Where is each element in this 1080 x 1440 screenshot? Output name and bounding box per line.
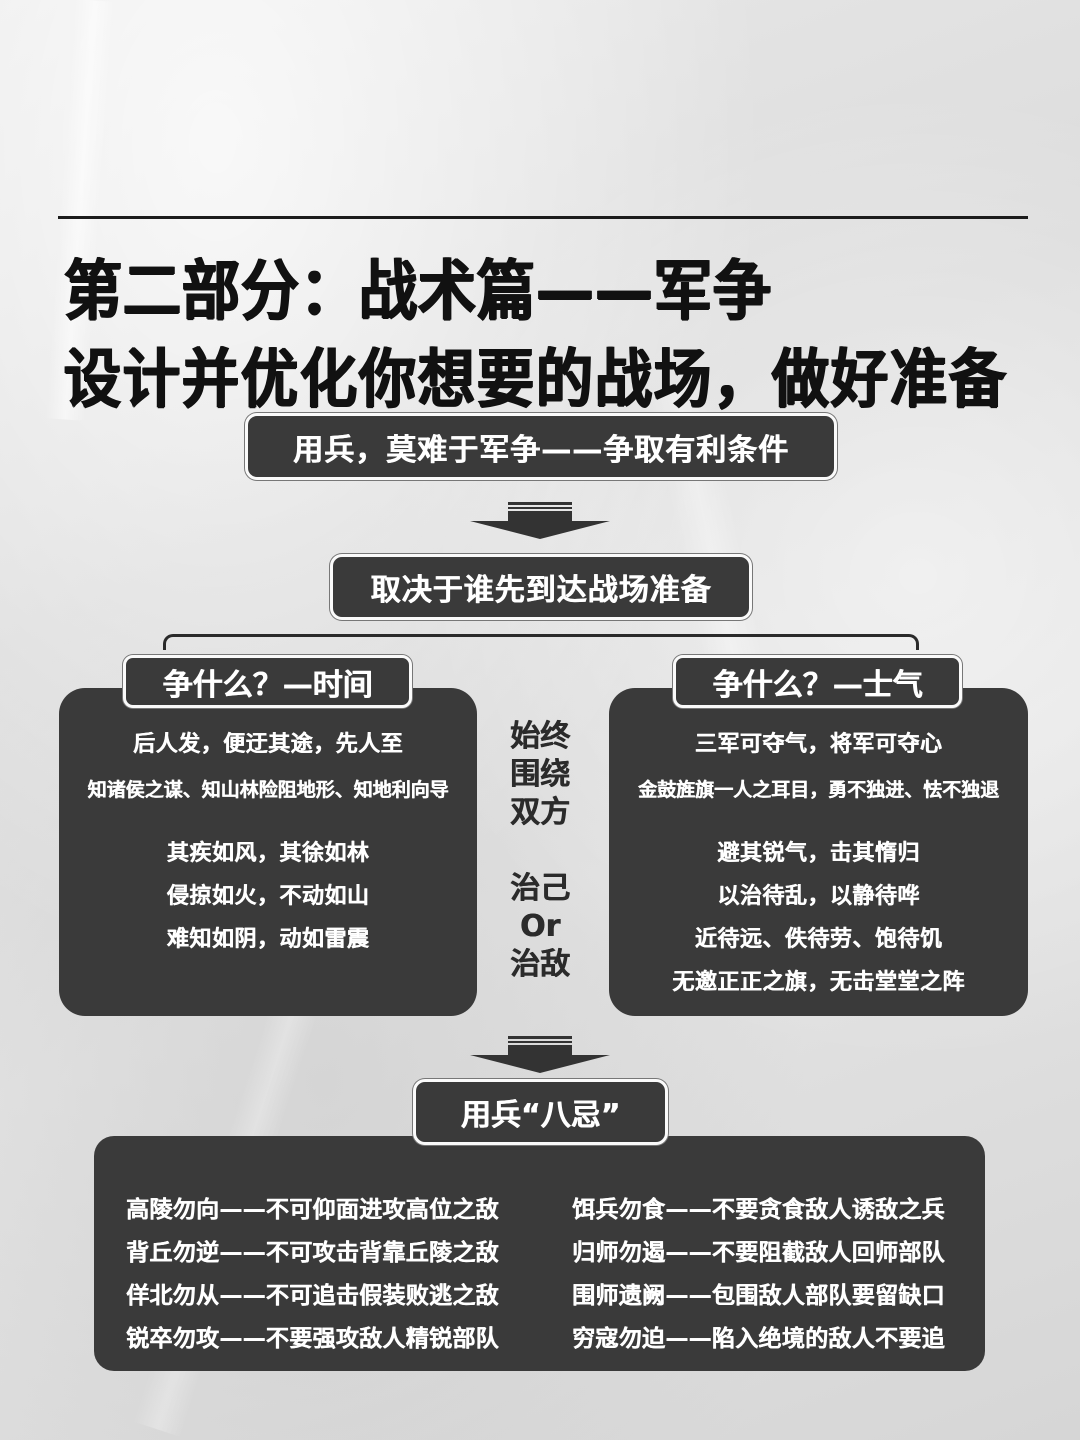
morale-line: 金鼓旌旗一人之耳目，勇不独进、怯不独退 (637, 779, 999, 801)
sub-concept-box: 取决于谁先到达战场准备 (330, 554, 752, 620)
branch-label-time: 争什么？—时间 (123, 655, 412, 708)
time-line: 其疾如风，其徐如林 (166, 841, 370, 866)
eight-taboos-panel: 高陵勿向——不可仰面进攻高位之敌 背丘勿逆——不可攻击背靠丘陵之敌 佯北勿从——… (94, 1136, 985, 1371)
morale-line: 三军可夺气，将军可夺心 (694, 732, 943, 757)
eight-taboos-label: 用兵“八忌” (413, 1079, 668, 1145)
taboo-item: 背丘勿逆——不可攻击背靠丘陵之敌 (126, 1240, 499, 1266)
center-note-line: 双方 (510, 795, 570, 830)
taboo-item: 穷寇勿迫——陷入绝境的敌人不要追 (572, 1326, 945, 1352)
branch-label-morale: 争什么？—士气 (673, 655, 962, 708)
page-subtitle: 设计并优化你想要的战场，做好准备 (64, 342, 1008, 417)
morale-line: 近待远、佚待劳、饱待饥 (694, 927, 943, 952)
taboo-item: 围师遗阙——包围敌人部队要留缺口 (572, 1283, 945, 1309)
taboo-item: 佯北勿从——不可追击假装败逃之敌 (126, 1283, 499, 1309)
down-arrow-icon (470, 1036, 610, 1073)
main-concept-text: 用兵，莫难于军争——争取有利条件 (293, 432, 789, 468)
eight-taboos-label-text: 用兵“八忌” (460, 1098, 621, 1133)
taboo-item: 高陵勿向——不可仰面进攻高位之敌 (126, 1197, 499, 1223)
morale-line: 以治待乱，以静待哗 (717, 884, 920, 909)
branch-label-morale-text: 争什么？—士气 (712, 667, 923, 703)
morale-panel: 三军可夺气，将军可夺心 金鼓旌旗一人之耳目，勇不独进、怯不独退 避其锐气，击其惰… (609, 688, 1028, 1016)
sub-concept-text: 取决于谁先到达战场准备 (370, 573, 712, 608)
taboo-item: 锐卒勿攻——不要强攻敌人精锐部队 (126, 1326, 499, 1352)
branch-label-time-text: 争什么？—时间 (162, 667, 373, 703)
time-line: 后人发，便迂其途，先人至 (132, 732, 403, 757)
title-divider (58, 216, 1028, 219)
morale-line: 避其锐气，击其惰归 (717, 841, 920, 866)
center-note-line: Or (519, 909, 561, 944)
center-note-line: 治敌 (510, 947, 570, 982)
taboo-item: 归师勿遏——不要阻截敌人回师部队 (572, 1240, 945, 1266)
time-panel: 后人发，便迂其途，先人至 知诸侯之谋、知山林险阻地形、知地利向导 其疾如风，其徐… (59, 688, 477, 1016)
time-line: 知诸侯之谋、知山林险阻地形、知地利向导 (87, 779, 449, 801)
center-note-line: 治己 (510, 871, 570, 906)
time-line: 难知如阴，动如雷震 (166, 927, 370, 952)
center-note: 始终 围绕 双方 治己 Or 治敌 (500, 718, 580, 984)
branch-bracket (163, 634, 919, 650)
time-line: 侵掠如火，不动如山 (166, 884, 370, 909)
taboo-item: 饵兵勿食——不要贪食敌人诱敌之兵 (572, 1197, 945, 1223)
down-arrow-icon (470, 502, 610, 539)
center-note-line: 围绕 (510, 757, 570, 792)
page-title: 第二部分：战术篇——军争 (64, 252, 773, 329)
center-note-line: 始终 (510, 719, 570, 754)
main-concept-box: 用兵，莫难于军争——争取有利条件 (245, 413, 837, 480)
morale-line: 无邀正正之旗，无击堂堂之阵 (672, 970, 965, 995)
